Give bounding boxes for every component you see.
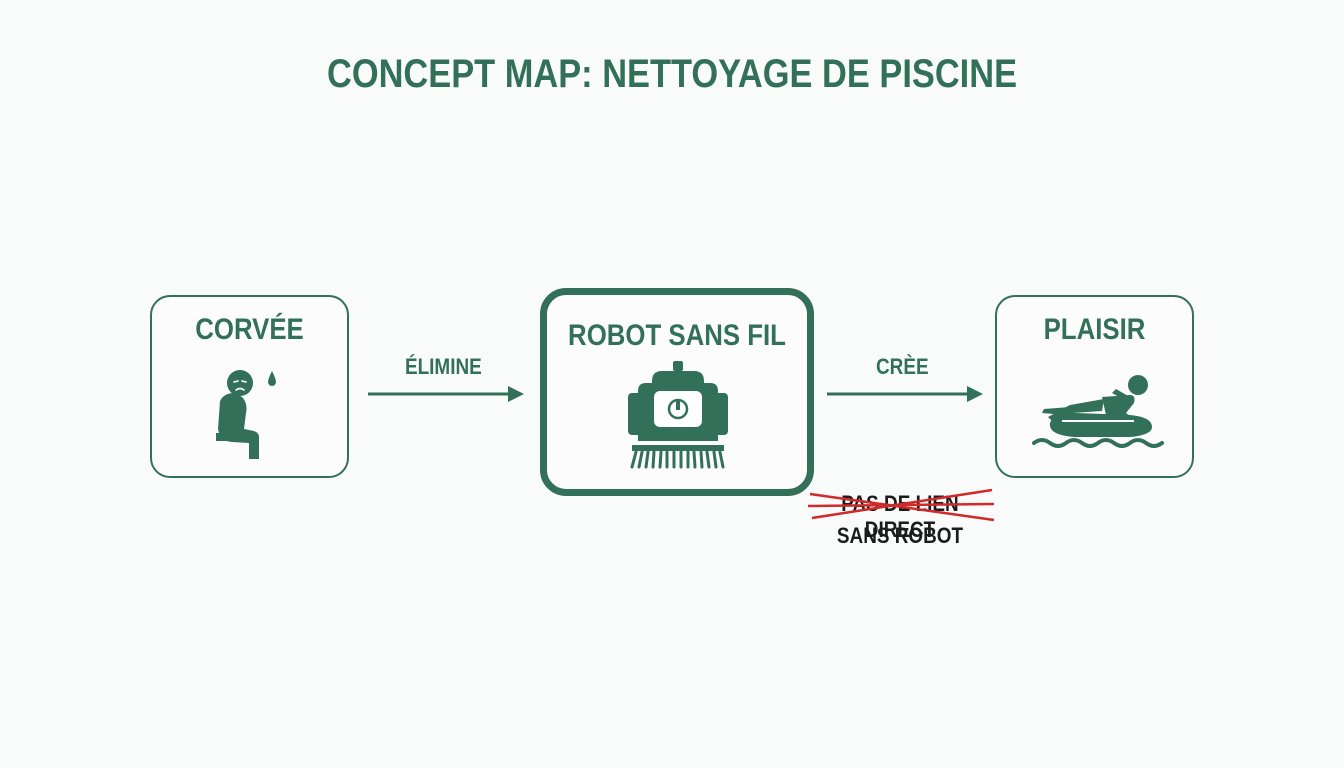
- strikethrough-cross: [807, 488, 995, 522]
- diagram-title: CONCEPT MAP: NETTOYAGE DE PISCINE: [326, 52, 1018, 96]
- floating-person-icon: [1032, 375, 1164, 448]
- edge-label-elimine: ÉLIMINE: [405, 354, 482, 379]
- node-robot: ROBOT SANS FIL: [540, 288, 814, 496]
- arrow-elimine: [368, 386, 524, 402]
- node-corvee: CORVÉE: [150, 295, 349, 478]
- tired-person-icon: [216, 370, 276, 459]
- node-corvee-label: CORVÉE: [195, 313, 304, 346]
- node-robot-label: ROBOT SANS FIL: [568, 319, 786, 352]
- edge-label-cree: CRÈE: [876, 354, 929, 379]
- arrow-cree: [827, 386, 983, 402]
- note-sans-robot: SANS ROBOT: [836, 523, 964, 548]
- pool-robot-icon: [628, 361, 728, 469]
- node-plaisir: PLAISIR: [995, 295, 1194, 478]
- node-plaisir-label: PLAISIR: [1043, 313, 1146, 346]
